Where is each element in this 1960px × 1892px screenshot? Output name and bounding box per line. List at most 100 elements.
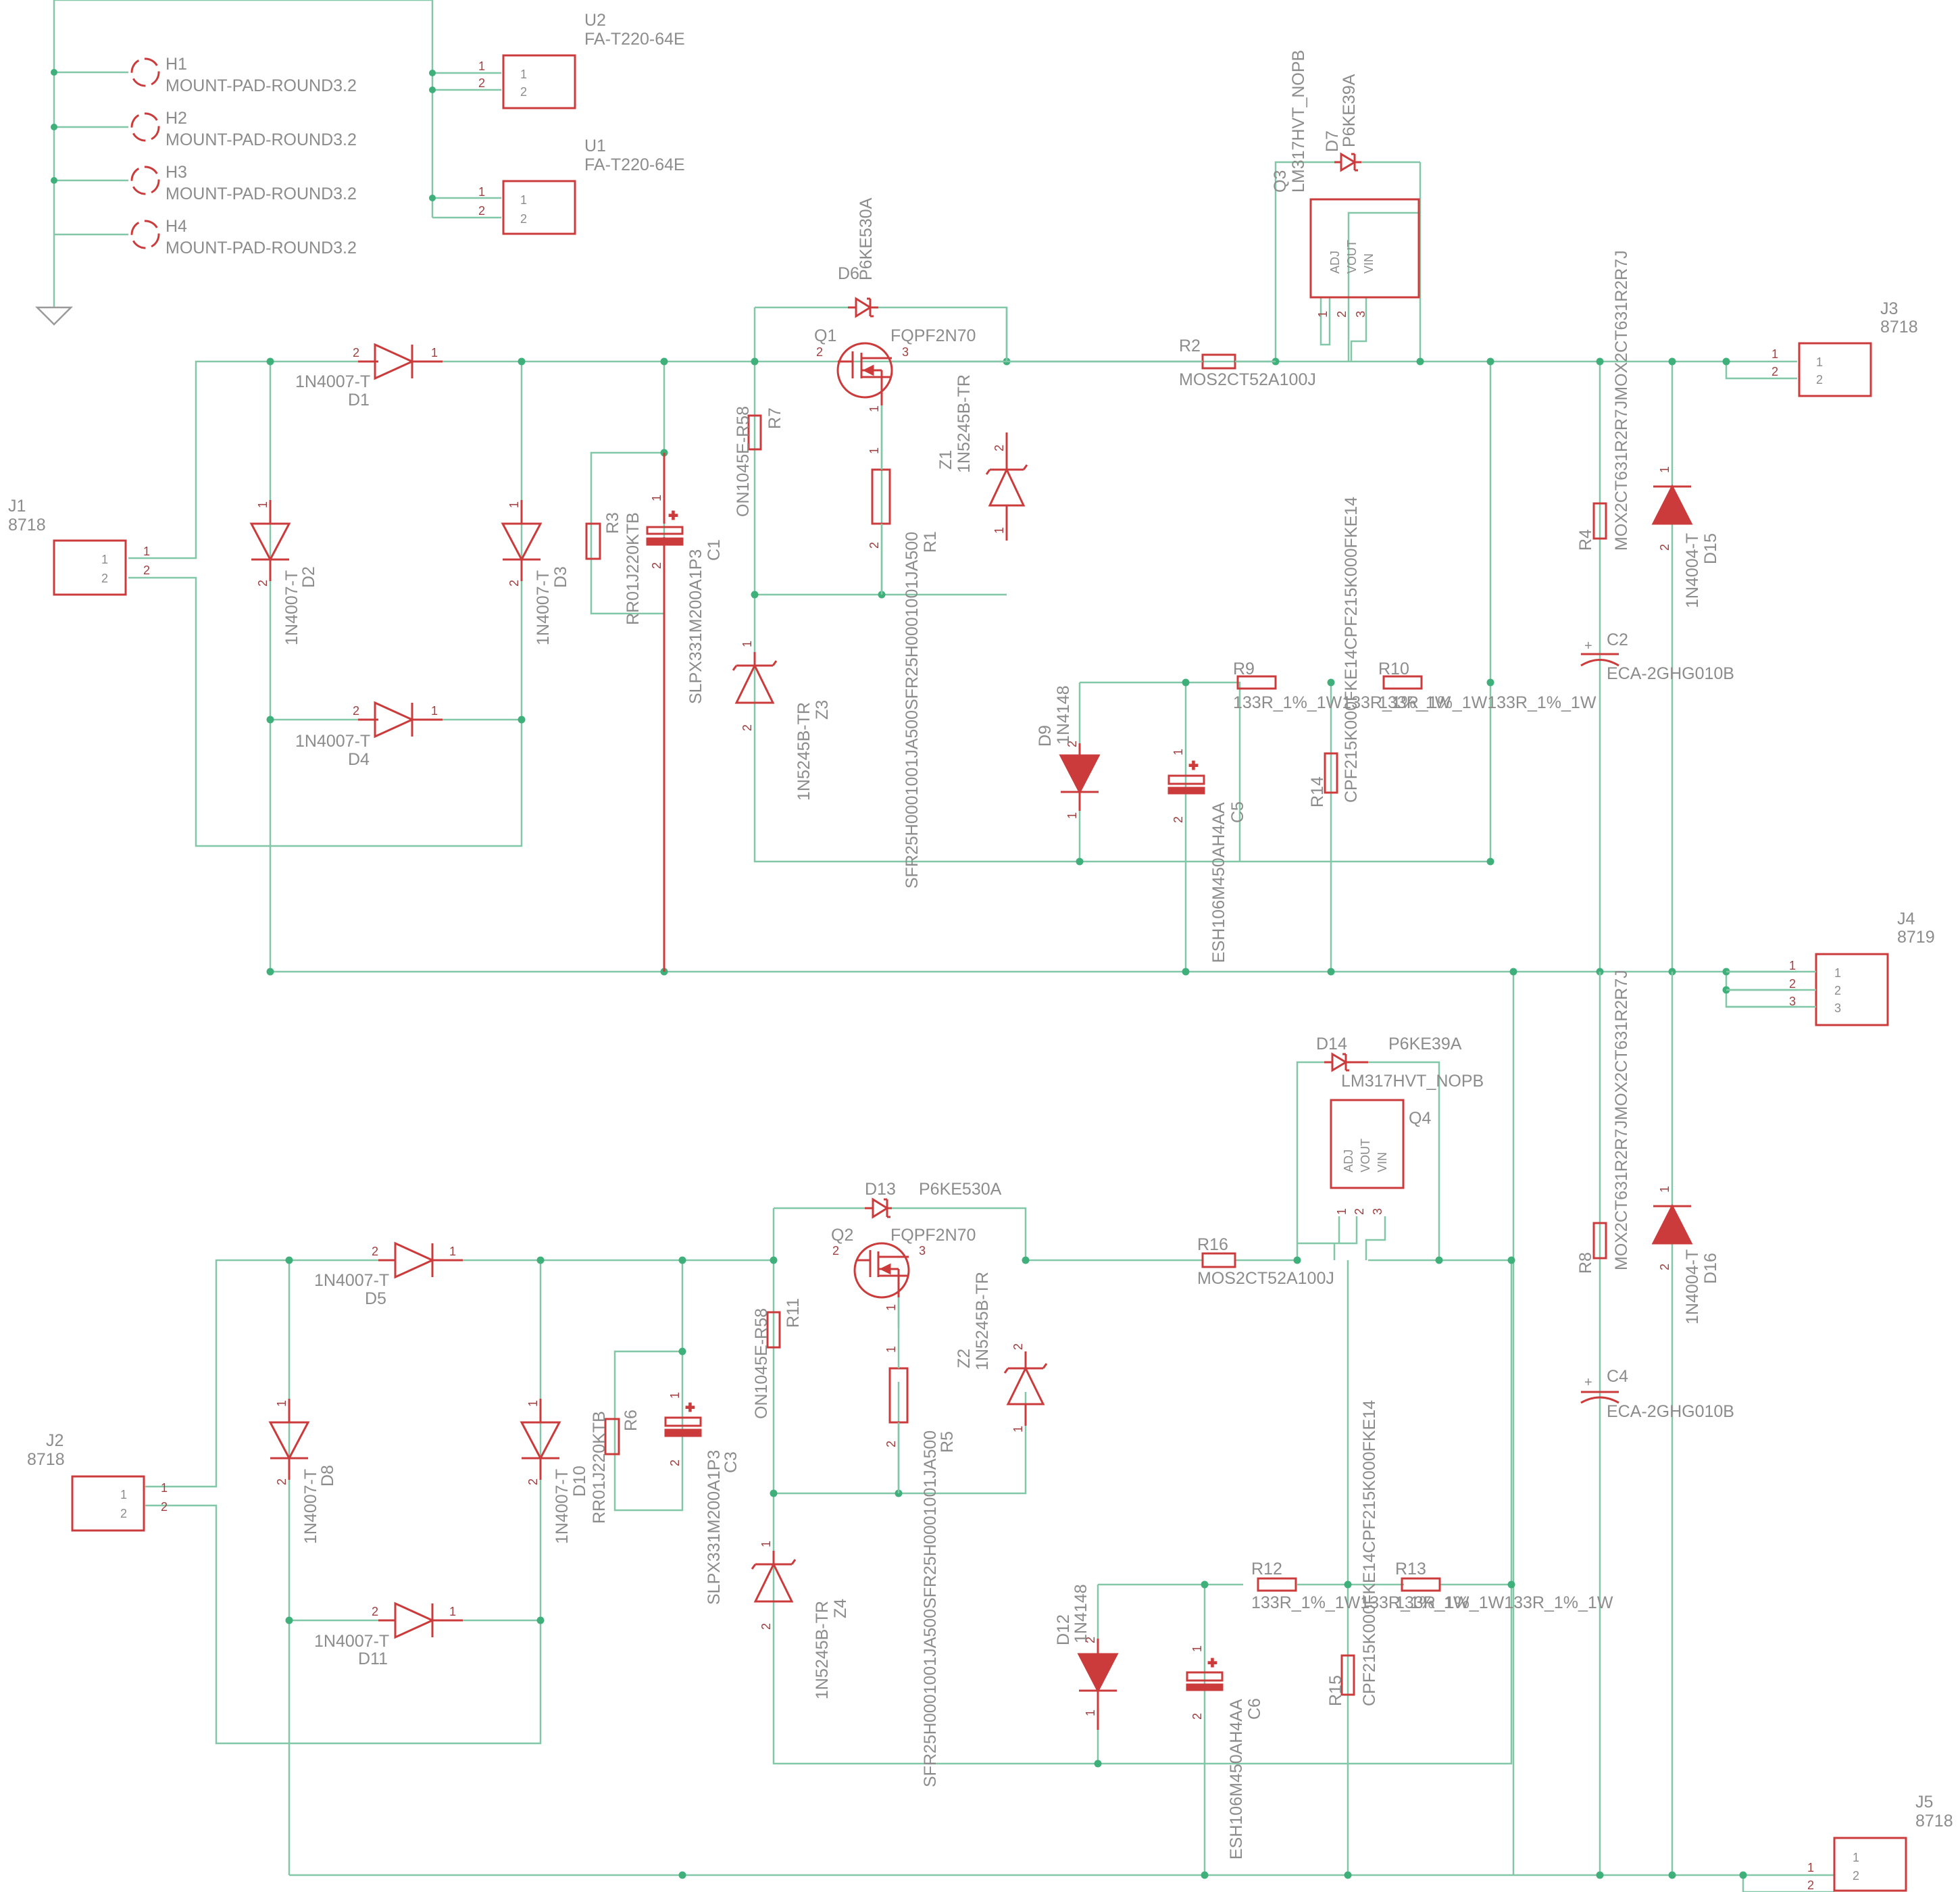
c3-ref: C3 — [722, 1451, 740, 1473]
r1-value: SFR25H0001001JA500SFR25H0001001JA500 — [903, 532, 922, 889]
mosfet-q2: 2 3 1 Q2 FQPF2N70 — [831, 1226, 976, 1311]
c5-value: ESH106M450AH4AA — [1209, 802, 1228, 963]
pin-label: 1 — [101, 553, 108, 566]
q2-value: FQPF2N70 — [890, 1226, 976, 1245]
pin-label: 1 — [1084, 1710, 1097, 1716]
resistor-r14: R14 CPF215K000FKE14CPF215K000FKE14 — [1308, 497, 1361, 807]
pin-label: 1 — [1789, 959, 1796, 972]
diode-fill — [1077, 1653, 1119, 1693]
r12-value: 133R_1%_1W133R_1%_1W — [1251, 1593, 1469, 1612]
r6-ref: R6 — [622, 1410, 640, 1431]
diode-d4: 2 1 1N4007-T D4 — [295, 701, 443, 769]
mount-hole-h3: H3 MOUNT-PAD-ROUND3.2 — [130, 163, 357, 203]
r7-value: ON1045E-R58 — [734, 406, 753, 517]
resistor-r9: R9 133R_1%_1W133R_1%_1W — [1233, 659, 1451, 712]
q1-value: FQPF2N70 — [890, 326, 976, 345]
pin-label: VOUT — [1359, 1139, 1372, 1172]
connector-body — [1815, 953, 1889, 1026]
d2-ref: D2 — [299, 566, 318, 588]
j1-ref: J1 — [8, 497, 26, 516]
r3-ref: R3 — [603, 512, 622, 534]
pin-label: 3 — [902, 345, 909, 359]
resistor-r2: R2 MOS2CT52A100J — [1007, 337, 1316, 389]
zener-z3: 1 2 Z3 1N5245B-TR — [732, 641, 832, 801]
mosfet-arrow — [862, 364, 874, 376]
cap-icon — [1186, 1671, 1224, 1682]
heatsink-u2: 1 2 1 2 U2 FA-T220-64E — [478, 11, 685, 109]
diode-fill — [1059, 754, 1101, 795]
mosfet-q1: 2 3 1 Q1 FQPF2N70 — [814, 326, 1007, 412]
r6-value: RR01J220KTB — [590, 1411, 609, 1524]
r11-value: ON1045E-R58 — [752, 1308, 771, 1419]
u2-ref: U2 — [584, 11, 606, 30]
pin-label: 2 — [1807, 1878, 1814, 1892]
mount-hole-h1: H1 MOUNT-PAD-ROUND3.2 — [130, 55, 357, 95]
pin-label: VOUT — [1345, 240, 1359, 274]
diode-icon — [520, 1399, 561, 1480]
d15-ref: D15 — [1701, 533, 1720, 564]
connector-body — [71, 1475, 145, 1532]
h3-value: MOUNT-PAD-ROUND3.2 — [166, 184, 357, 203]
q1-ref: Q1 — [814, 326, 836, 345]
z2-value: 1N5245B-TR — [973, 1272, 992, 1370]
pin-label: 2 — [353, 346, 359, 359]
j4-value: 8719 — [1897, 928, 1935, 947]
diode-d11: 2 1 1N4007-T D11 — [314, 1601, 463, 1668]
pin-label: 1 — [120, 1488, 127, 1501]
d3-ref: D3 — [551, 566, 570, 588]
c5-ref: C5 — [1228, 801, 1247, 823]
resistor-body — [1592, 502, 1607, 540]
d1-value: 1N4007-T — [295, 372, 370, 391]
d3-value: 1N4007-T — [534, 570, 553, 645]
d13-value: P6KE530A — [919, 1180, 1002, 1199]
c6-value: ESH106M450AH4AA — [1227, 1699, 1246, 1860]
pin-label: 1 — [884, 1304, 898, 1311]
resistor-body — [1236, 675, 1277, 690]
pin-label: 1 — [507, 501, 521, 508]
junctions — [51, 69, 436, 201]
polarity-icon: + — [1189, 757, 1198, 774]
diode-icon — [268, 1399, 310, 1480]
z4-value: 1N5245B-TR — [813, 1601, 832, 1699]
diode-d9: 2 1 D9 1N4148 — [1036, 685, 1101, 819]
pin-label: 2 — [101, 572, 108, 585]
d5-value: 1N4007-T — [314, 1271, 389, 1290]
diode-d16: 1 2 D16 1N4004-T — [1651, 1186, 1720, 1324]
r15-value: CPF215K000FKE14CPF215K000FKE14 — [1360, 1400, 1379, 1706]
pin-label: 2 — [759, 1623, 773, 1630]
c2-value: ECA-2GHG010B — [1607, 664, 1734, 683]
heatsink-u1: 1 2 1 2 U1 FA-T220-64E — [478, 136, 685, 235]
q4-value: LM317HVT_NOPB — [1341, 1072, 1484, 1091]
resistor-r3: R3 RR01J220KTB — [585, 512, 643, 625]
resistor-r4: R4 MOX2CT631R2R7JMOX2CT631R2R7J — [1576, 250, 1631, 551]
pin-label: 2 — [1335, 311, 1349, 318]
pin-label: 2 — [478, 76, 485, 90]
pin-label: 2 — [1771, 365, 1778, 378]
pin-label: 1 — [668, 1392, 682, 1399]
q2-ref: Q2 — [831, 1226, 853, 1245]
resistor-r15: R15 CPF215K000FKE14CPF215K000FKE14 — [1326, 1400, 1379, 1706]
z3-value: 1N5245B-TR — [795, 702, 813, 801]
pin-label: 1 — [143, 545, 150, 558]
d7-value: P6KE39A — [1340, 74, 1359, 147]
pin-label: 2 — [832, 1244, 839, 1258]
polarity-icon: + — [1584, 1375, 1592, 1390]
cap-icon — [1167, 774, 1205, 785]
pin-label: 1 — [449, 1605, 456, 1618]
pin-label: 2 — [526, 1478, 540, 1485]
j3-ref: J3 — [1880, 299, 1898, 318]
d1-ref: D1 — [348, 391, 370, 409]
pin-label: 2 — [868, 542, 881, 549]
d14-ref: D14 — [1316, 1035, 1347, 1053]
r13-ref: R13 — [1395, 1560, 1426, 1578]
capacitor-c2: + C2 ECA-2GHG010B — [1580, 630, 1734, 683]
mount-pad-icon — [130, 112, 160, 142]
connector-body — [53, 539, 127, 596]
r7-ref: R7 — [765, 407, 784, 429]
r9-value: 133R_1%_1W133R_1%_1W — [1233, 693, 1451, 712]
d4-ref: D4 — [348, 750, 370, 769]
pin-label: 1 — [650, 495, 663, 501]
diode-d2: 1 2 1N4007-T D2 — [249, 500, 318, 645]
j4-ref: J4 — [1897, 910, 1915, 928]
pin-label: 2 — [275, 1478, 288, 1485]
